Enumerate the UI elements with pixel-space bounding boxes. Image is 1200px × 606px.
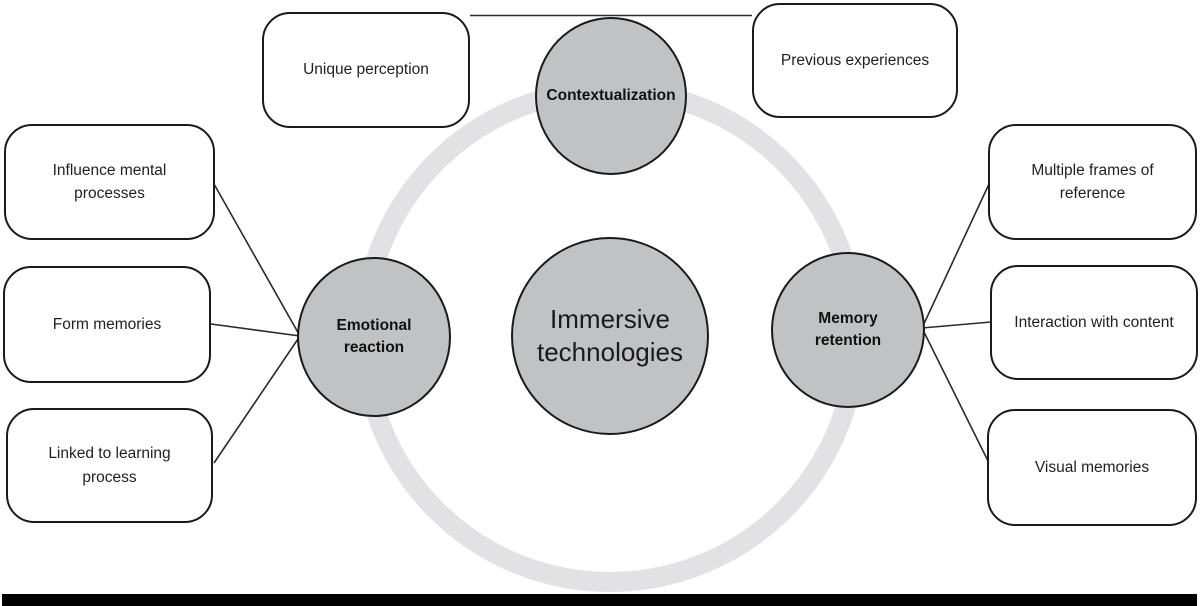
center-node-immersive-technologies: Immersive technologies xyxy=(511,237,709,435)
connector-memory-to-interaction xyxy=(921,321,992,329)
connector-memory-to-visual xyxy=(921,327,990,464)
box-unique-perception: Unique perception xyxy=(262,12,470,128)
box-interaction-with-content-label: Interaction with content xyxy=(1014,313,1174,331)
box-interaction-with-content: Interaction with content xyxy=(990,265,1198,380)
bottom-divider-bar xyxy=(2,594,1197,606)
connector-influence-to-emotional xyxy=(213,183,301,337)
box-influence-mental-processes-label: Influence mental processes xyxy=(52,161,167,202)
hub-emotional-reaction: Emotional reaction xyxy=(297,257,451,417)
hub-memory-retention-label: Memory retention xyxy=(814,309,882,349)
box-multiple-frames-of-reference-label: Multiple frames of reference xyxy=(1031,161,1154,202)
box-visual-memories: Visual memories xyxy=(987,409,1197,526)
connector-form-to-emotional xyxy=(210,323,301,337)
hub-contextualization-label: Contextualization xyxy=(546,86,676,104)
box-form-memories: Form memories xyxy=(3,266,211,383)
hub-memory-retention: Memory retention xyxy=(771,252,925,408)
box-influence-mental-processes: Influence mental processes xyxy=(4,124,215,240)
connector-memory-to-multiple xyxy=(921,183,990,329)
box-multiple-frames-of-reference: Multiple frames of reference xyxy=(988,124,1197,240)
box-unique-perception-label: Unique perception xyxy=(303,61,429,79)
hub-contextualization: Contextualization xyxy=(535,17,687,175)
hub-emotional-reaction-label: Emotional reaction xyxy=(336,316,412,356)
box-form-memories-label: Form memories xyxy=(52,315,162,333)
connector-linked-to-emotional xyxy=(213,335,301,464)
center-node-label: Immersive technologies xyxy=(537,303,683,367)
box-previous-experiences-label: Previous experiences xyxy=(780,51,930,69)
box-visual-memories-label: Visual memories xyxy=(1034,458,1150,476)
box-previous-experiences: Previous experiences xyxy=(752,3,958,118)
box-linked-to-learning-process: Linked to learning process xyxy=(6,408,213,523)
box-linked-to-learning-process-label: Linked to learning process xyxy=(48,445,171,486)
